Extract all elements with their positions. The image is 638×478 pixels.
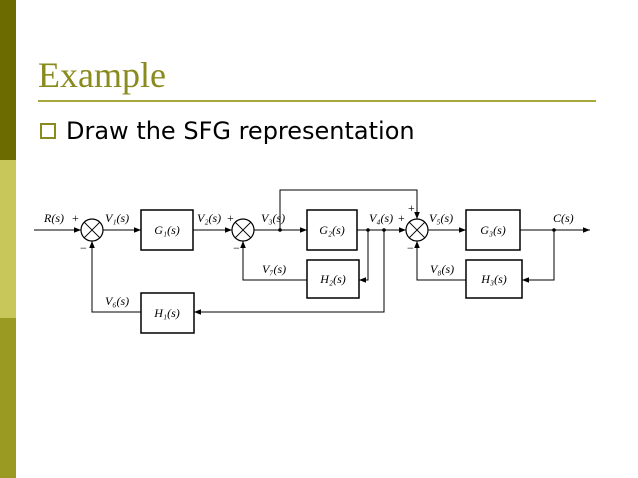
signal-v6-label: V₆(s) (105, 294, 129, 308)
wire-h3-to-sum3 (414, 241, 466, 281)
block-h1-label: H₁(s) (153, 306, 180, 320)
signal-v4-label: V₄(s) (369, 211, 393, 225)
signal-v2-label: V₂(s) (197, 211, 221, 225)
sum3-left-plus-sign: + (398, 211, 405, 225)
side-band-middle (0, 160, 16, 318)
summing-junction-1 (80, 218, 104, 242)
sum1-plus-sign: + (72, 211, 79, 225)
block-g2 (306, 209, 358, 251)
bullet-text: Draw the SFG representation (66, 117, 415, 145)
block-g1 (140, 209, 194, 251)
block-h1 (140, 292, 195, 334)
side-band-top (0, 0, 16, 160)
input-label: R(s) (43, 211, 64, 225)
sum2-plus-sign: + (227, 211, 234, 225)
block-g3-label: G₃(s) (480, 223, 506, 237)
wire-v4-to-h2 (359, 230, 369, 283)
junction-v4-a (366, 228, 370, 232)
wire-feedforward-v3 (279, 189, 420, 230)
block-h2-label: H₂(s) (319, 272, 346, 286)
junction-v3 (278, 228, 282, 232)
block-g2-label: G₂(s) (319, 223, 345, 237)
wire-h1-to-sum1 (89, 241, 141, 313)
sum2-minus-sign: − (233, 241, 240, 255)
title-underline (38, 100, 596, 102)
slide-title: Example (38, 55, 166, 95)
wire-h2-to-sum2 (240, 241, 307, 281)
block-h2 (306, 259, 360, 299)
signal-v5-label: V₅(s) (429, 211, 453, 225)
summing-junction-2 (231, 218, 255, 242)
signal-v3-label: V₃(s) (261, 211, 285, 225)
block-h3-label: H₃(s) (480, 272, 507, 286)
wire-output-to-h3 (522, 230, 555, 283)
summing-junction-3 (405, 218, 429, 242)
block-h3 (465, 259, 523, 299)
output-label: C(s) (553, 211, 574, 225)
block-g3 (465, 209, 521, 251)
junction-v4-b (382, 228, 386, 232)
square-bullet-icon (40, 123, 56, 139)
block-g1-label: G₁(s) (154, 223, 180, 237)
sum1-minus-sign: − (80, 241, 87, 255)
bullet-item: Draw the SFG representation (40, 113, 415, 149)
wire-v4-to-h1 (194, 230, 385, 315)
sum3-minus-sign: − (407, 241, 414, 255)
signal-v7-label: V₇(s) (262, 262, 286, 276)
signal-v8-label: V₈(s) (430, 262, 454, 276)
sum3-top-plus-sign: + (408, 201, 415, 215)
side-band-bottom (0, 318, 16, 478)
junction-output (552, 228, 556, 232)
signal-v1-label: V₁(s) (105, 211, 129, 225)
